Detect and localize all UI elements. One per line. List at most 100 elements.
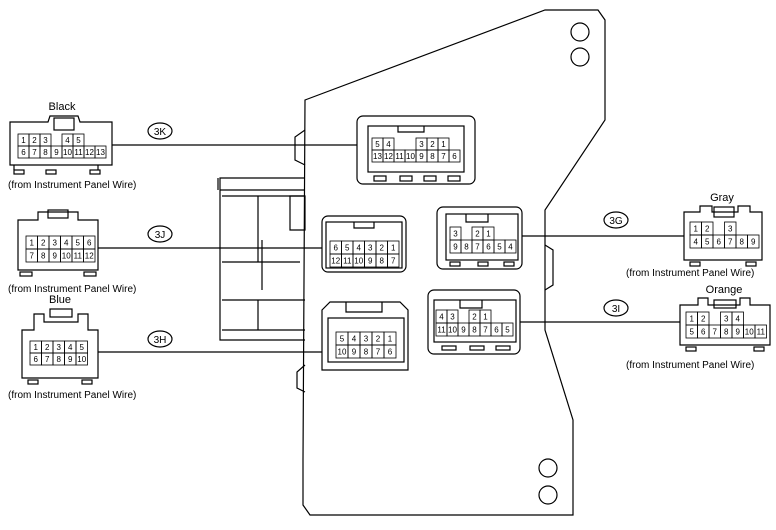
pin-number: 9 [453,242,458,251]
connector-3k-note: (from Instrument Panel Wire) [8,180,136,191]
pin-number: 6 [701,327,706,336]
pin-number: 1 [441,140,446,149]
pin-number: 4 [439,312,444,321]
pin-number: 11 [343,256,352,265]
pin-number: 7 [728,237,733,246]
pin-number: 10 [338,347,347,356]
pin-number: 6 [717,237,722,246]
connector-3g-color-label: Gray [710,192,734,204]
pin-number: 7 [376,347,381,356]
pin-number: 4 [65,136,70,145]
pin-number: 1 [486,229,491,238]
pin-number: 8 [464,242,469,251]
pin-number: 3 [364,334,369,343]
pin-number: 10 [448,325,457,334]
pin-number: 1 [388,334,393,343]
pin-number: 2 [430,140,435,149]
pin-cell [94,145,107,159]
pin-cell [747,234,760,249]
pin-number: 9 [419,152,424,161]
pin-number: 8 [380,256,385,265]
pin-number: 5 [76,238,81,247]
pin-number: 1 [483,312,488,321]
connector-3i-note: (from Instrument Panel Wire) [626,360,754,371]
pin-cell [458,310,469,323]
pin-cell [709,312,721,325]
pin-cell [501,322,514,337]
pin-number: 8 [740,237,745,246]
pin-number: 3 [728,224,733,233]
pin-number: 9 [68,355,73,364]
pin-number: 9 [53,251,58,260]
pin-number: 11 [437,325,446,334]
connector-3k-color-label: Black [49,101,76,113]
pin-number: 2 [380,243,385,252]
pin-number: 8 [43,148,48,157]
pin-number: 3 [57,343,62,352]
pin-number: 3 [453,229,458,238]
mounting-hole-bottom-2 [538,485,558,505]
pin-number: 6 [21,148,26,157]
connector-3h-color-label: Blue [49,294,71,306]
pin-cell [461,227,472,240]
pin-number: 12 [85,148,94,157]
pin-number: 7 [475,242,480,251]
pin-number: 13 [373,152,382,161]
pin-number: 5 [345,243,350,252]
mounting-hole-top-1 [570,22,590,42]
pin-number: 2 [472,312,477,321]
pin-number: 2 [41,238,46,247]
pin-number: 8 [57,355,62,364]
pin-number: 7 [30,251,35,260]
pin-number: 4 [352,334,357,343]
pin-number: 4 [68,343,73,352]
callout-3i: 3I [603,299,629,317]
pin-number: 5 [497,242,502,251]
pin-number: 2 [475,229,480,238]
pin-number: 4 [508,242,513,251]
pin-number: 5 [505,325,510,334]
pin-number: 10 [62,251,71,260]
pin-number: 3 [53,238,58,247]
pin-number: 5 [76,136,81,145]
pin-number: 8 [472,325,477,334]
pin-number: 9 [368,256,373,265]
pin-number: 4 [64,238,69,247]
pin-number: 12 [384,152,393,161]
pin-number: 1 [21,136,26,145]
pin-number: 6 [34,355,39,364]
pin-number: 7 [483,325,488,334]
svg-text:3J: 3J [155,230,166,241]
pin-number: 6 [494,325,499,334]
pin-number: 12 [331,256,340,265]
pin-cell [75,352,88,366]
pin-number: 5 [375,140,380,149]
connector-3i-color-label: Orange [706,284,743,296]
pin-cell [387,253,400,268]
pin-number: 10 [354,256,363,265]
leader-lines [98,144,684,353]
pin-number: 2 [376,334,381,343]
pin-number: 7 [45,355,50,364]
pin-number: 7 [32,148,37,157]
pin-number: 1 [391,243,396,252]
mounting-hole-bottom-1 [538,458,558,478]
pin-cell [394,138,405,150]
connector-3j-note: (from Instrument Panel Wire) [8,284,136,295]
pin-cell [448,149,461,163]
pin-number: 7 [441,152,446,161]
callout-3j: 3J [147,225,173,243]
svg-text:3K: 3K [154,127,167,138]
svg-text:3G: 3G [609,216,623,227]
